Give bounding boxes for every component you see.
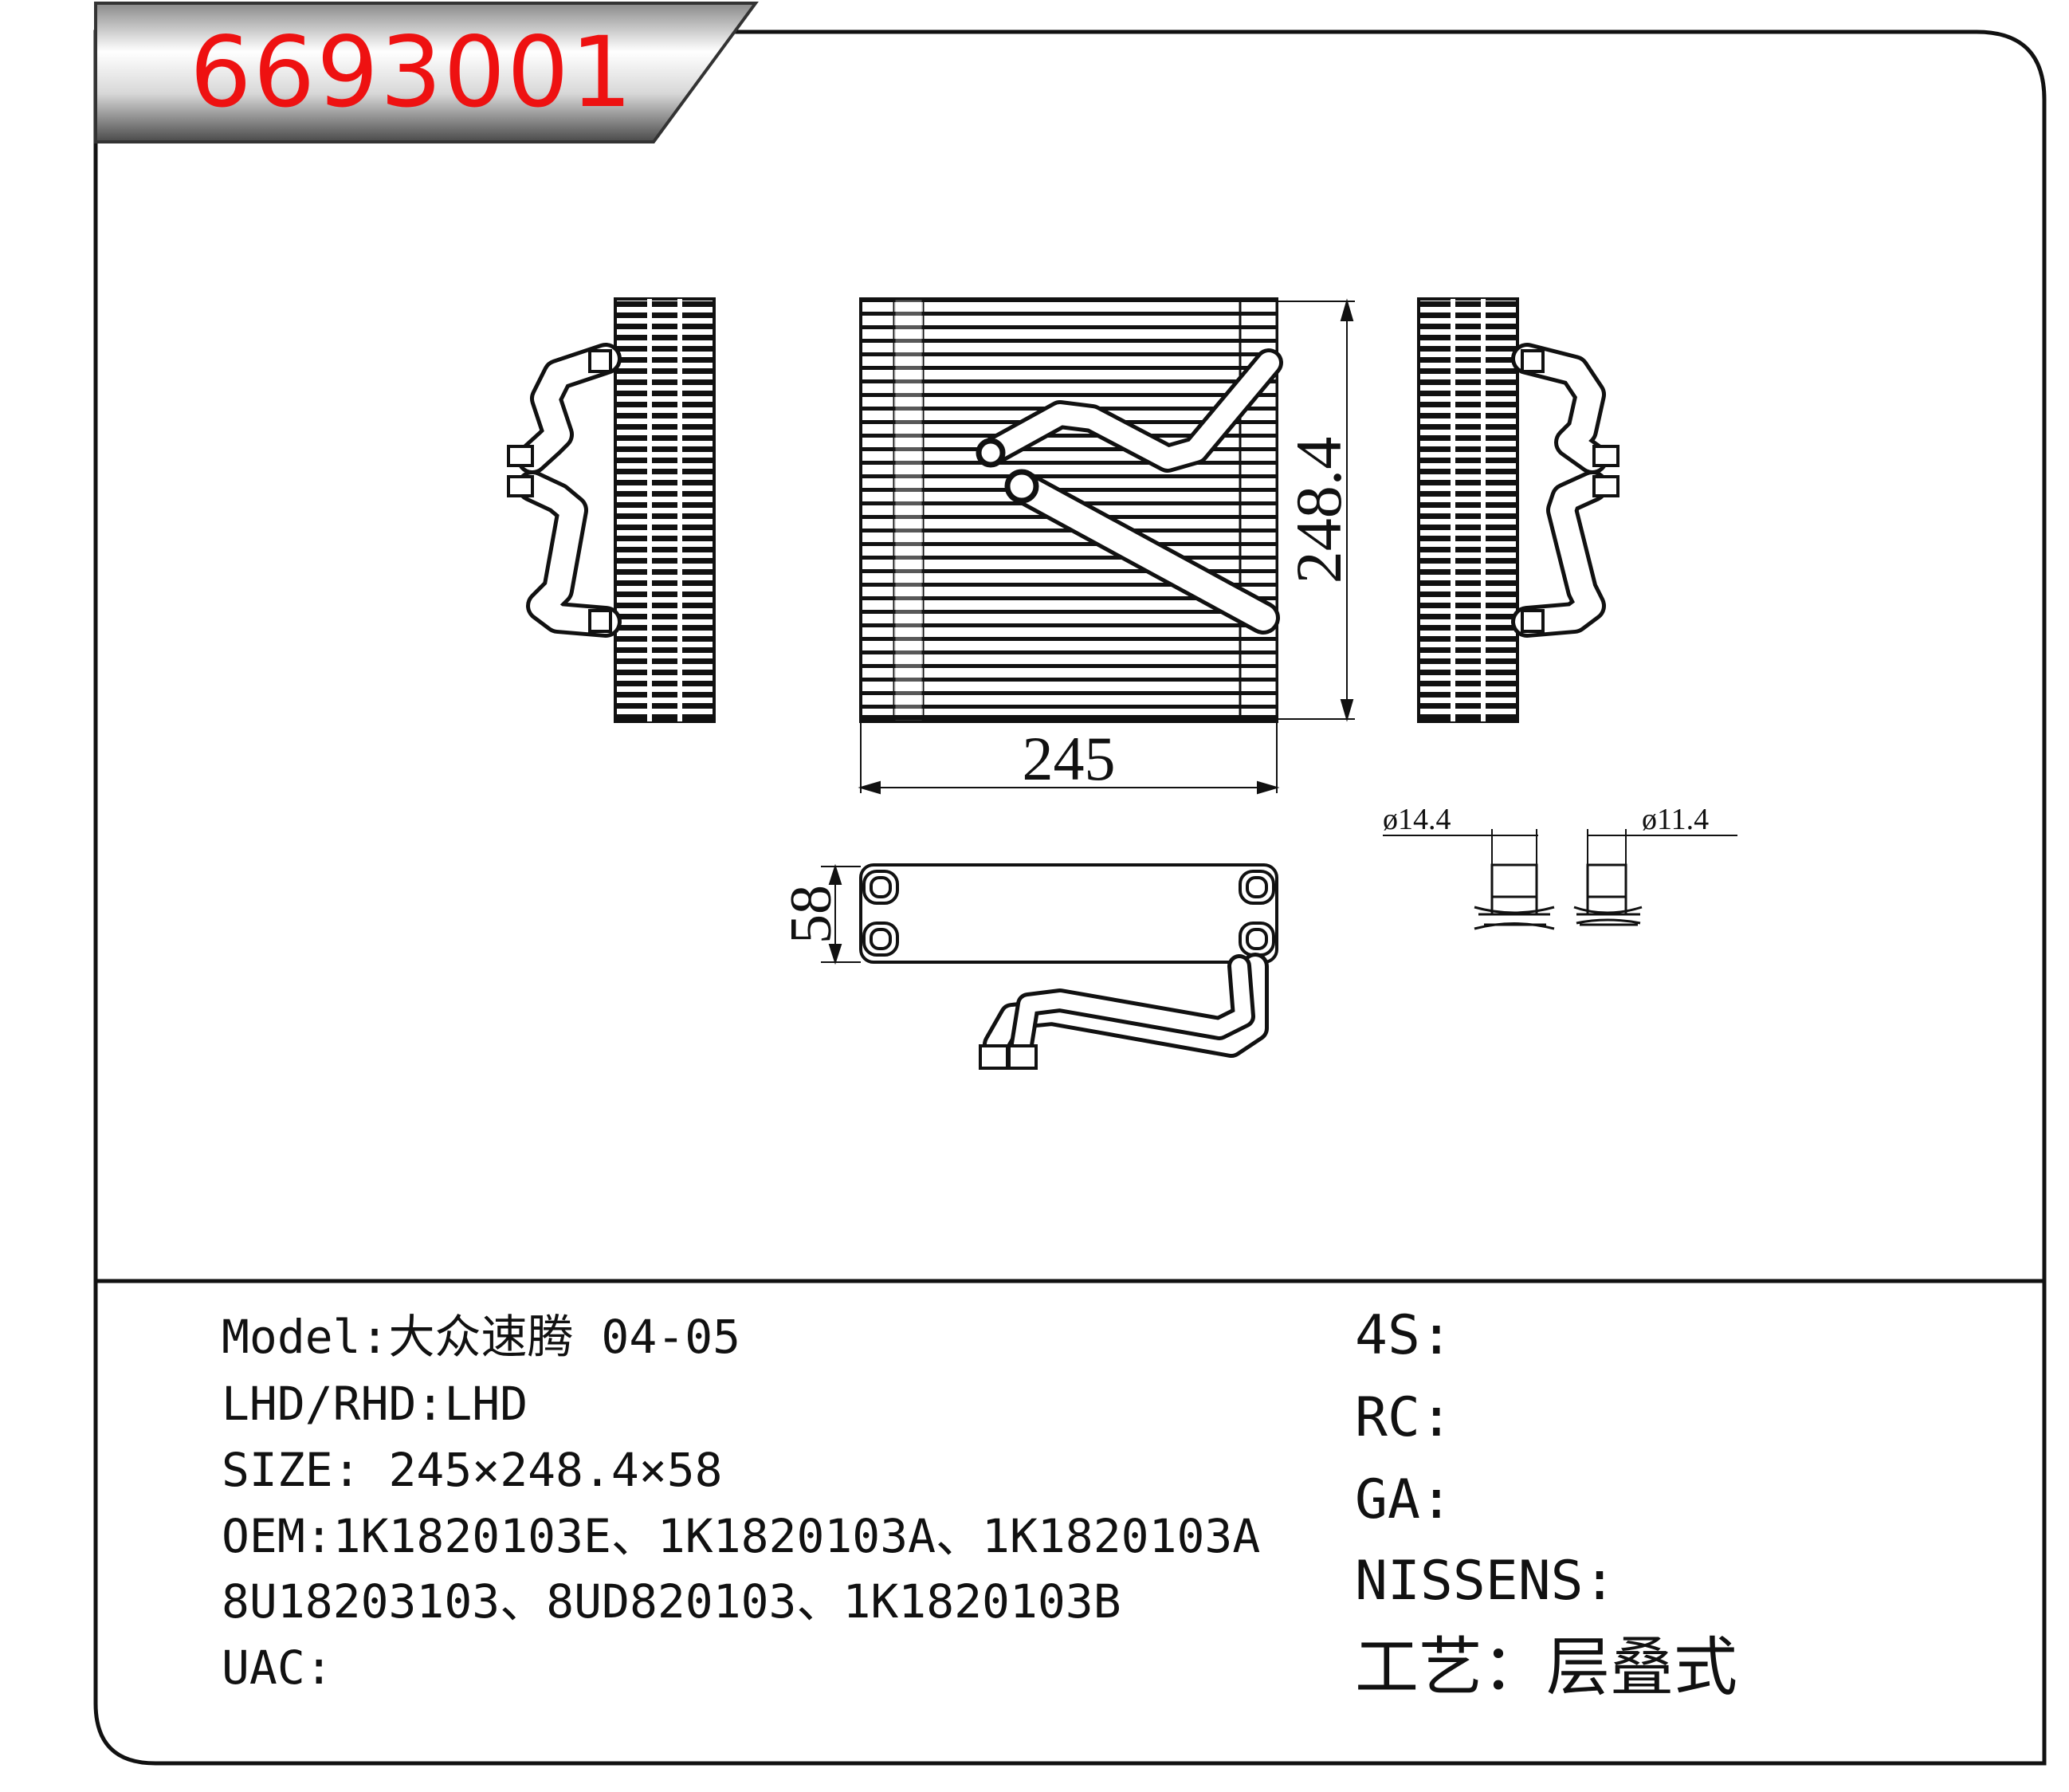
uac-line: UAC: bbox=[222, 1641, 333, 1695]
depth-dimension-line bbox=[821, 863, 861, 965]
height-dimension-line bbox=[1277, 298, 1355, 722]
width-dimension-line bbox=[858, 721, 1280, 795]
inlet-pipe-detail bbox=[1383, 829, 1555, 930]
evaporator-top-view bbox=[821, 863, 1278, 1070]
evaporator-left-side-view bbox=[507, 297, 716, 723]
height-dimension-label: 248.4 bbox=[1282, 437, 1355, 584]
front-pipe-lower bbox=[1004, 469, 1280, 635]
model-line: Model:大众速腾 04-05 bbox=[222, 1310, 741, 1364]
front-pipe-upper bbox=[976, 348, 1283, 473]
evaporator-front-view bbox=[858, 297, 1355, 795]
process-type: 工艺：层叠式 bbox=[1355, 1630, 1737, 1704]
size-line: SIZE: 245×248.4×58 bbox=[222, 1443, 723, 1497]
depth-dimension-label: 58 bbox=[779, 885, 844, 944]
ref-4s: 4S: bbox=[1355, 1304, 1453, 1367]
oem-line-1: OEM:1K1820103E、1K1820103A、1K1820103A bbox=[222, 1509, 1261, 1563]
part-number-title: 6693001 bbox=[190, 16, 634, 129]
outlet-diameter-label: ø11.4 bbox=[1642, 803, 1709, 836]
ref-nissens: NISSENS: bbox=[1355, 1550, 1616, 1613]
outlet-pipe-detail bbox=[1573, 829, 1737, 926]
ref-ga: GA: bbox=[1355, 1468, 1453, 1531]
sheet-border bbox=[93, 29, 2047, 1766]
evaporator-right-side-view bbox=[1417, 297, 1619, 723]
drive-side-line: LHD/RHD:LHD bbox=[222, 1377, 528, 1431]
ref-rc: RC: bbox=[1355, 1386, 1453, 1449]
inlet-diameter-label: ø14.4 bbox=[1383, 803, 1451, 836]
part-number-banner bbox=[94, 2, 759, 143]
oem-line-2: 8U18203103、8UD820103、1K1820103B bbox=[222, 1574, 1121, 1629]
width-dimension-label: 245 bbox=[1023, 724, 1116, 793]
